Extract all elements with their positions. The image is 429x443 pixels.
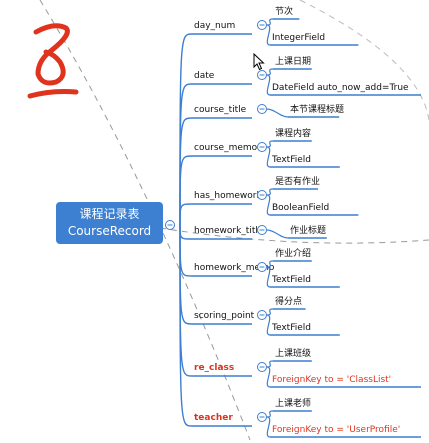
- mouse-cursor-icon: [253, 53, 265, 71]
- child-connector: [266, 188, 274, 196]
- child-connector: [266, 410, 274, 418]
- branch-connector: [179, 224, 193, 427]
- child-connector: [266, 229, 289, 239]
- child-label: ForeignKey to = 'ClassList': [272, 375, 391, 385]
- branch-label-has-homework[interactable]: has_homework: [194, 191, 262, 201]
- root-node[interactable]: 课程记录表 CourseRecord: [56, 202, 163, 244]
- child-label: IntegerField: [272, 33, 325, 43]
- branch-connector: [179, 224, 193, 377]
- child-connector: [266, 18, 274, 26]
- child-label: 课程内容: [275, 127, 311, 139]
- branch-label-course-memo[interactable]: course_memo: [194, 143, 258, 153]
- branch-label-homework-title[interactable]: homework_title: [194, 226, 264, 236]
- child-label: 上课班级: [275, 347, 311, 359]
- branch-label-date[interactable]: date: [194, 71, 215, 81]
- connector-lines: [179, 33, 193, 427]
- child-label: 作业介绍: [275, 247, 311, 259]
- branch-connector: [179, 203, 193, 226]
- root-title-cn: 课程记录表: [79, 207, 140, 221]
- branch-label-day-num[interactable]: day_num: [194, 21, 235, 31]
- child-label: 上课日期: [275, 56, 311, 67]
- branch-label-teacher[interactable]: teacher: [194, 413, 233, 423]
- dashed-guide-line: [299, 0, 429, 121]
- child-connector: [266, 360, 274, 368]
- child-connector: [266, 108, 289, 118]
- child-label: TextField: [271, 323, 311, 333]
- child-label: BooleanField: [272, 203, 329, 213]
- child-label: 本节课程标题: [290, 103, 344, 115]
- child-connector: [266, 194, 271, 216]
- child-label: TextField: [271, 155, 311, 165]
- child-label: 上课老师: [275, 397, 311, 409]
- child-connector: [266, 266, 271, 288]
- branch-connector: [179, 224, 193, 277]
- child-connector: [266, 140, 274, 148]
- child-label: 作业标题: [290, 224, 326, 236]
- root-title-en: CourseRecord: [67, 224, 152, 238]
- child-label: 得分点: [275, 295, 302, 307]
- dashed-guide-line: [39, 0, 251, 441]
- child-label: 是否有作业: [275, 175, 320, 187]
- child-connector: [266, 314, 271, 336]
- child-label: DateField auto_now_add=True: [272, 83, 409, 93]
- child-connector: [266, 68, 274, 76]
- branch-label-course-title[interactable]: course_title: [194, 105, 247, 115]
- child-connector: [266, 24, 271, 46]
- branch-label-homework-memo[interactable]: homework_memo: [194, 263, 275, 273]
- branch-label-re-class[interactable]: re_class: [194, 363, 234, 373]
- branch-connector: [179, 117, 193, 226]
- child-connector: [266, 146, 271, 168]
- branch-connector: [179, 155, 193, 226]
- child-connector: [266, 74, 271, 96]
- child-label: 节次: [275, 5, 293, 17]
- child-connector: [266, 308, 274, 316]
- child-connector: [266, 416, 271, 438]
- branch-label-scoring-point[interactable]: scoring_point: [194, 311, 255, 321]
- child-label: TextField: [271, 275, 311, 285]
- dashed-guide-line: [159, 227, 429, 244]
- child-label: ForeignKey to = 'UserProfile': [272, 425, 400, 435]
- handwritten-mark: [27, 23, 79, 99]
- branch-layer: day_num 节次 IntegerField date 上课日期 DateField a…: [192, 5, 421, 438]
- child-connector: [266, 366, 271, 388]
